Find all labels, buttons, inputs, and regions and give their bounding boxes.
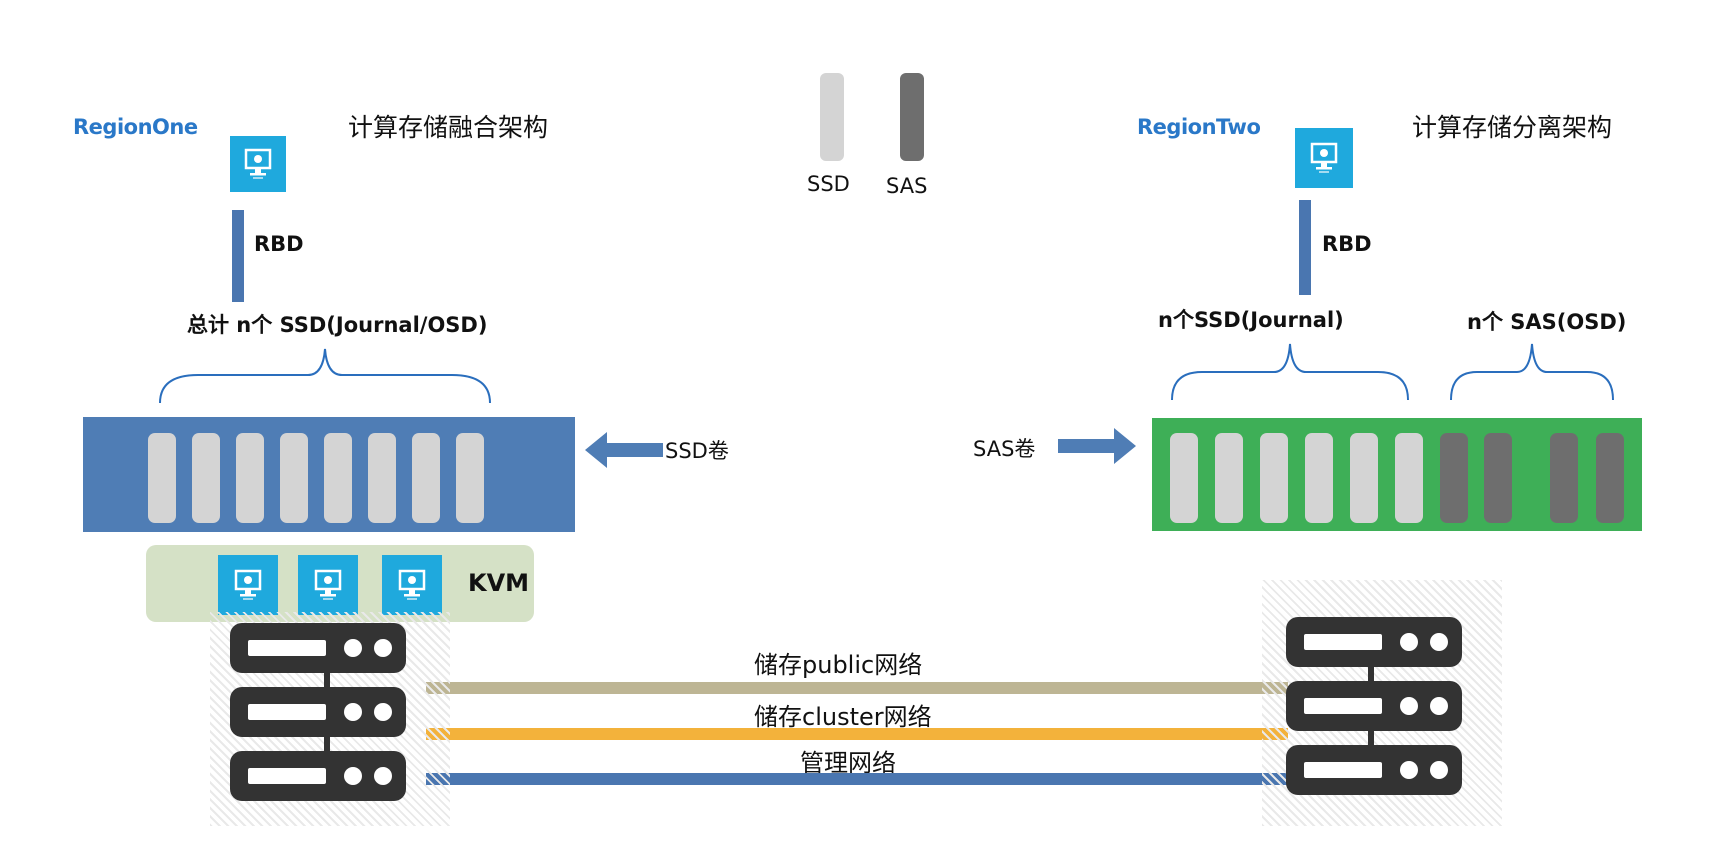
kvm-vm-icon [298,555,358,615]
network-public-line [426,682,1288,694]
network-cluster-line [426,728,1288,740]
server-unit [230,623,406,673]
ssd-slot [1260,433,1288,523]
region-two-storage-chassis [1152,418,1642,531]
ssd-slot [1170,433,1198,523]
region-one-rbd-label: RBD [254,232,304,256]
kvm-label: KVM [468,569,530,597]
ssd-slot [1395,433,1423,523]
region-one-ssd-chassis [83,417,575,532]
server-unit [1286,681,1462,731]
ssd-slot [1215,433,1243,523]
sas-slot [1440,433,1468,523]
region-two-vm-icon [1295,128,1353,188]
region-two-arch-title: 计算存储分离架构 [1412,113,1613,142]
ssd-volume-label: SSD卷 [665,439,729,463]
kvm-vm-icon [382,555,442,615]
right-server-rack-icon [1286,617,1462,799]
sas-slot [1550,433,1578,523]
legend-sas-swatch [900,73,924,161]
region-one-vm-icon [230,136,286,192]
region-one-arch-title: 计算存储融合架构 [348,113,549,142]
ssd-slot [236,433,264,523]
kvm-vm-icon [218,555,278,615]
ssd-slot [280,433,308,523]
sas-volume-arrow-icon [1058,428,1136,464]
server-unit [1286,617,1462,667]
region-one-curly-brace-icon [159,348,491,404]
region-two-rbd-label: RBD [1322,232,1372,256]
sas-slot [1596,433,1624,523]
server-unit [1286,745,1462,795]
network-public-label: 储存public网络 [754,651,923,679]
network-management-line [426,773,1288,785]
ssd-volume-arrow-icon [585,432,663,468]
region-two-rbd-link [1299,200,1311,295]
ssd-slot [324,433,352,523]
ssd-slot [412,433,440,523]
ssd-slot [456,433,484,523]
region-two-sas-curly-brace-icon [1450,343,1614,401]
region-one-title: RegionOne [73,115,198,139]
region-two-title: RegionTwo [1137,115,1261,139]
server-unit [230,687,406,737]
server-unit [230,751,406,801]
legend-sas-label: SAS [886,174,928,198]
region-two-ssd-curly-brace-icon [1171,343,1409,401]
legend-ssd-label: SSD [807,172,850,196]
ssd-slot [1350,433,1378,523]
region-one-rbd-link [232,210,244,302]
network-cluster-label: 储存cluster网络 [754,703,932,731]
ssd-slot [1305,433,1333,523]
legend-ssd-swatch [820,73,844,161]
ssd-slot [192,433,220,523]
sas-volume-label: SAS卷 [973,437,1036,461]
left-server-rack-icon [230,623,406,805]
kvm-panel: KVM [146,545,534,622]
ssd-slot [148,433,176,523]
region-two-ssd-group-label: n个SSD(Journal) [1158,308,1344,332]
ssd-slot [368,433,396,523]
sas-slot [1484,433,1512,523]
network-management-label: 管理网络 [800,749,896,777]
region-two-sas-group-label: n个 SAS(OSD) [1467,310,1627,334]
region-one-disk-group-label: 总计 n个 SSD(Journal/OSD) [187,313,488,337]
